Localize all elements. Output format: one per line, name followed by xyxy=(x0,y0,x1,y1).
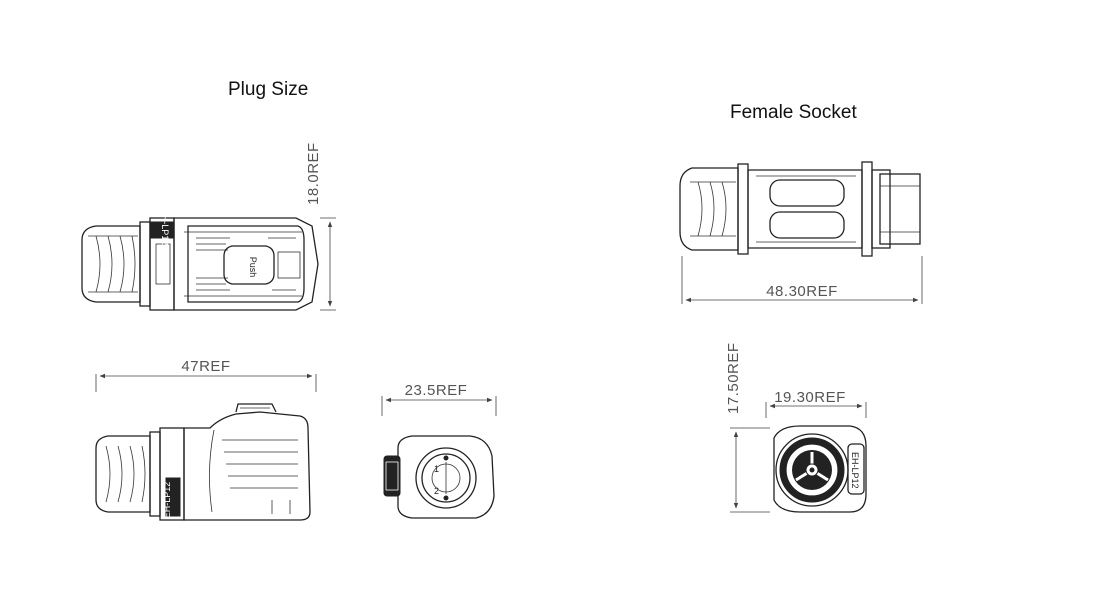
plug-model-side-label: EH-LP12 xyxy=(160,209,170,246)
plug-profile-view: 47REF EH-LP12 xyxy=(95,358,317,521)
socket-length-value: 48.30REF xyxy=(766,283,838,300)
plug-height-value: 18.0REF xyxy=(305,142,322,205)
female-socket-title: Female Socket xyxy=(730,102,857,123)
plug-pin-2-label: 2 xyxy=(434,486,439,496)
plug-side-view: Push EH-LP12 xyxy=(81,209,319,311)
socket-model-label: EH-LP12 xyxy=(850,452,860,489)
socket-length-dimension: 48.30REF xyxy=(681,256,923,304)
push-label: Push xyxy=(248,257,258,278)
socket-face-width-value: 19.30REF xyxy=(774,389,846,406)
plug-model-profile-label: EH-LP12 xyxy=(162,482,172,519)
socket-side-view xyxy=(679,161,921,257)
plug-pin-1-label: 1 xyxy=(434,464,439,474)
plug-face-view: 23.5REF 1 2 xyxy=(381,382,497,519)
plug-height-dimension: 18.0REF xyxy=(305,142,336,311)
plug-length-value: 47REF xyxy=(181,358,230,375)
plug-face-width-value: 23.5REF xyxy=(405,382,468,399)
socket-face-view: 19.30REF 17.50REF EH-LP12 xyxy=(725,342,867,513)
plug-size-title: Plug Size xyxy=(228,79,308,100)
socket-face-height-value: 17.50REF xyxy=(725,342,742,414)
